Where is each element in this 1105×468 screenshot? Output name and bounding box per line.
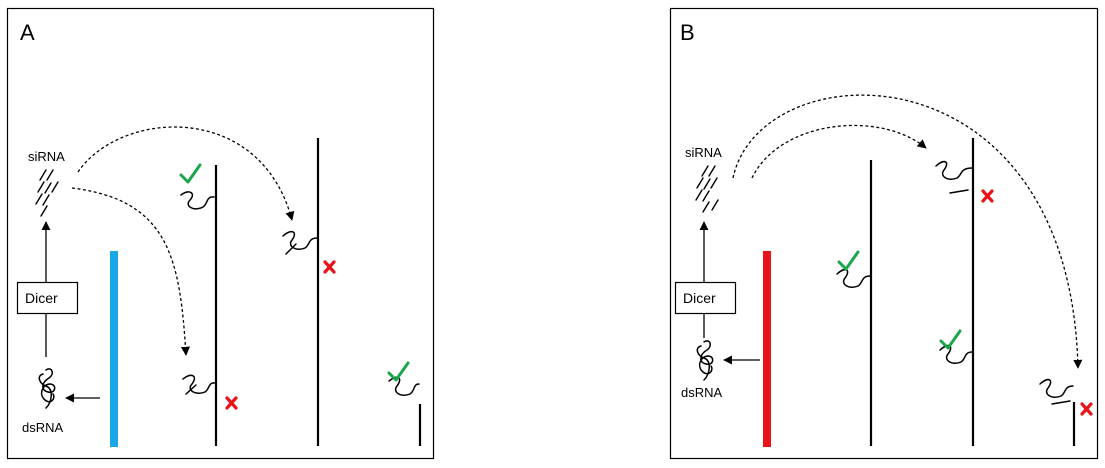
sirna-arrow-to-gene-1 bbox=[71, 187, 191, 356]
check-icon bbox=[179, 163, 202, 184]
sirna-arrow-to-gene-3 bbox=[732, 94, 1083, 369]
cross-icon bbox=[323, 260, 336, 274]
check-icon bbox=[387, 361, 410, 382]
panel-b-frame bbox=[669, 7, 1099, 460]
sirna-arrow-to-gene-2 bbox=[751, 124, 927, 179]
panel-a-dsrna-label: dsRNA bbox=[22, 420, 64, 435]
panel-a-frame bbox=[6, 7, 435, 460]
dsrna-icon bbox=[38, 368, 56, 409]
panel-b: B siRNA Dicer dsRNA bbox=[669, 7, 1099, 460]
sirna-icon bbox=[695, 165, 719, 213]
mrna-icon bbox=[388, 376, 420, 397]
panel-a-dicer-label: Dicer bbox=[25, 290, 58, 306]
panel-b-sirna-label: siRNA bbox=[685, 145, 722, 160]
panel-a-source-bar bbox=[110, 251, 118, 447]
cross-icon bbox=[225, 396, 238, 410]
mrna-icon bbox=[949, 189, 969, 194]
panel-a-sirna-label: siRNA bbox=[28, 149, 65, 164]
check-icon bbox=[837, 250, 860, 271]
mrna-icon bbox=[282, 230, 318, 251]
mrna-icon bbox=[939, 344, 973, 365]
sirna-icon bbox=[35, 169, 59, 217]
dicer-box: Dicer bbox=[674, 281, 737, 315]
panel-b-source-bar bbox=[763, 251, 771, 447]
mrna-icon bbox=[836, 268, 871, 289]
dicer-box: Dicer bbox=[16, 281, 79, 315]
mrna-icon bbox=[182, 374, 216, 395]
mrna-icon bbox=[1051, 400, 1071, 405]
sirna-arrow-to-gene-2 bbox=[77, 126, 295, 221]
panel-a-label: A bbox=[20, 20, 35, 45]
cross-icon bbox=[981, 189, 994, 203]
panel-b-dsrna-label: dsRNA bbox=[681, 385, 723, 400]
panel-a: A siRNA Dicer dsRNA bbox=[6, 7, 435, 460]
panel-b-label: B bbox=[680, 20, 695, 45]
mrna-icon bbox=[285, 243, 297, 255]
mrna-icon bbox=[935, 160, 973, 181]
mrna-icon bbox=[185, 384, 197, 395]
panel-b-dicer-label: Dicer bbox=[683, 290, 716, 306]
check-icon bbox=[939, 329, 962, 350]
cross-icon bbox=[1080, 402, 1093, 416]
dsrna-icon bbox=[696, 340, 714, 381]
mrna-icon bbox=[180, 191, 215, 210]
mrna-icon bbox=[1039, 378, 1074, 399]
